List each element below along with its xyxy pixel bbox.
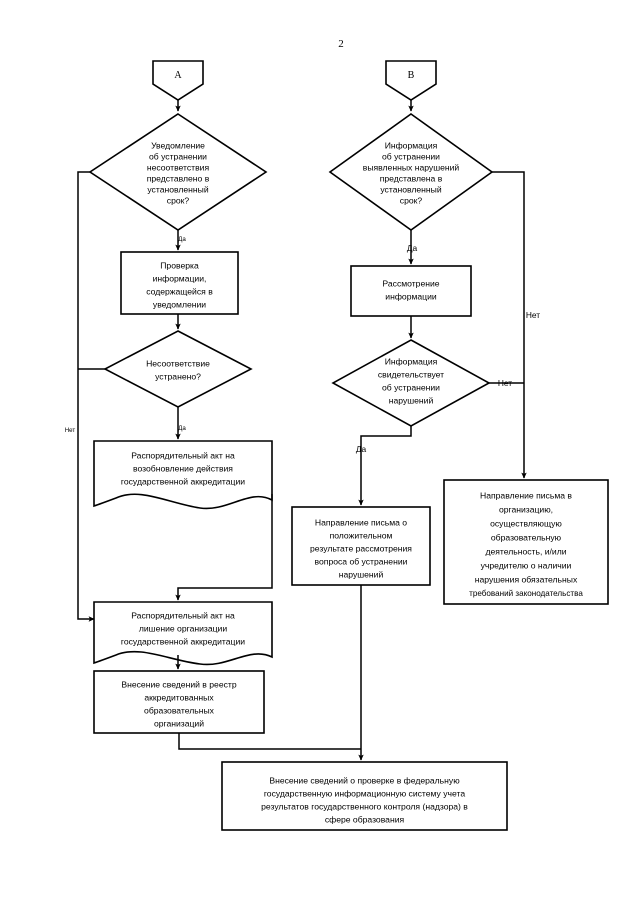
p3-line-4: организаций <box>154 718 204 728</box>
p4-line-1: Направление письма о <box>315 517 407 527</box>
d1-line-4: представлено в <box>147 173 210 183</box>
edge-label-d3-yes: Да <box>178 425 186 432</box>
edge-label-d1-yes: Да <box>178 236 186 243</box>
p3-line-1: Внесение сведений в реестр <box>121 679 236 689</box>
process-letter-to-organization: Направление письма в организацию, осущес… <box>443 479 609 605</box>
process-check-notification-info: Проверка информации, содержащейся в увед… <box>120 251 239 315</box>
process-registry-entry: Внесение сведений в реестр аккредитованн… <box>93 670 265 734</box>
doc1-line-1: Распорядительный акт на <box>131 450 235 460</box>
page-number: 2 <box>338 38 344 50</box>
d2-line-4: представлена в <box>380 173 443 183</box>
p1-line-1: Проверка <box>160 260 199 270</box>
p5-line-5: деятельность, и/или <box>485 546 566 556</box>
p2-line-1: Рассмотрение <box>382 278 439 288</box>
d1-line-2: об устранении <box>149 151 207 161</box>
p1-line-2: информации, <box>153 273 207 283</box>
p3-line-2: аккредитованных <box>144 692 214 702</box>
d4-line-1: Информация <box>385 356 438 366</box>
p4-line-2: положительном <box>330 530 393 540</box>
doc2-line-1: Распорядительный акт на <box>131 610 235 620</box>
edge-d2-no-to-p5 <box>492 171 527 479</box>
connector-a-label: A <box>174 70 182 81</box>
d4-line-4: нарушений <box>389 395 434 405</box>
p2-line-2: информации <box>385 291 437 301</box>
p5-line-8: требований законодательства <box>469 589 583 598</box>
d4-line-3: об устранении <box>382 382 440 392</box>
p5-line-2: организацию, <box>499 504 553 514</box>
d1-line-1: Уведомление <box>151 140 205 150</box>
p4-line-5: нарушений <box>339 569 384 579</box>
d2-line-3: выявленных нарушений <box>363 162 460 172</box>
edge-label-d4-yes: Да <box>356 444 367 454</box>
p5-line-3: осуществляющую <box>490 518 562 528</box>
p5-line-6: учредителю о наличии <box>481 560 572 570</box>
decision-info-confirms-fix: Информация свидетельствует об устранении… <box>331 339 491 427</box>
process-letter-positive-result: Направление письма о положительном резул… <box>291 506 431 586</box>
connector-a: A <box>152 60 204 101</box>
p1-line-3: содержащейся в <box>146 286 213 296</box>
doc2-line-2: лишение организации <box>139 623 227 633</box>
p6-line-3: результатов государственного контроля (н… <box>261 801 468 811</box>
p6-line-4: сфере образования <box>325 814 405 824</box>
d3-line-1: Несоответствие <box>146 358 210 368</box>
d1-line-6: срок? <box>167 195 190 205</box>
edge-d4-yes-to-p4 <box>358 426 412 506</box>
d1-line-3: несоответствия <box>147 162 210 172</box>
p4-line-3: результате рассмотрения <box>310 543 412 553</box>
edge-d1-no-to-doc2 <box>77 171 95 622</box>
p5-line-4: образовательную <box>491 532 562 542</box>
d2-line-1: Информация <box>385 140 438 150</box>
connector-b: B <box>385 60 437 101</box>
d3-line-2: устранено? <box>155 371 201 381</box>
process-final-federal-system: Внесение сведений о проверке в федеральн… <box>221 761 508 831</box>
p5-line-7: нарушения обязательных <box>475 574 578 584</box>
p4-line-4: вопроса об устранении <box>315 556 408 566</box>
decision-notification-submitted: Уведомление об устранении несоответствия… <box>88 113 268 231</box>
decision-nonconformity-fixed: Несоответствие устранено? <box>103 330 253 408</box>
p3-line-3: образовательных <box>144 705 215 715</box>
d4-line-2: свидетельствует <box>378 369 444 379</box>
edge-label-d2-yes: Да <box>407 243 418 253</box>
d1-line-5: установленный <box>147 184 208 194</box>
p6-line-2: государственную информационную систему у… <box>264 788 466 798</box>
edge-p3-to-final-trunk <box>178 733 361 750</box>
process-review-information: Рассмотрение информации <box>350 265 472 317</box>
document-act-revoke-accreditation: Распорядительный акт на лишение организа… <box>93 601 273 666</box>
d2-line-6: срок? <box>400 195 423 205</box>
decision-info-submitted: Информация об устранении выявленных нару… <box>328 113 494 231</box>
doc1-line-2: возобновление действия <box>133 463 233 473</box>
p5-line-1: Направление письма в <box>480 490 572 500</box>
p1-line-4: уведомлении <box>153 299 206 309</box>
p6-line-1: Внесение сведений о проверке в федеральн… <box>269 775 460 785</box>
edge-label-d2-no: Нет <box>526 310 540 320</box>
doc1-line-3: государственной аккредитации <box>121 476 245 486</box>
d2-line-5: установленный <box>380 184 441 194</box>
doc2-line-3: государственной аккредитации <box>121 636 245 646</box>
edge-doc1-to-doc2 <box>175 494 273 601</box>
connector-b-label: B <box>408 70 415 81</box>
document-act-resume-accreditation: Распорядительный акт на возобновление де… <box>93 440 273 510</box>
d2-line-2: об устранении <box>382 151 440 161</box>
edge-label-d4-no: Нет <box>498 378 512 388</box>
edge-label-d1-no: Нет <box>65 427 76 434</box>
